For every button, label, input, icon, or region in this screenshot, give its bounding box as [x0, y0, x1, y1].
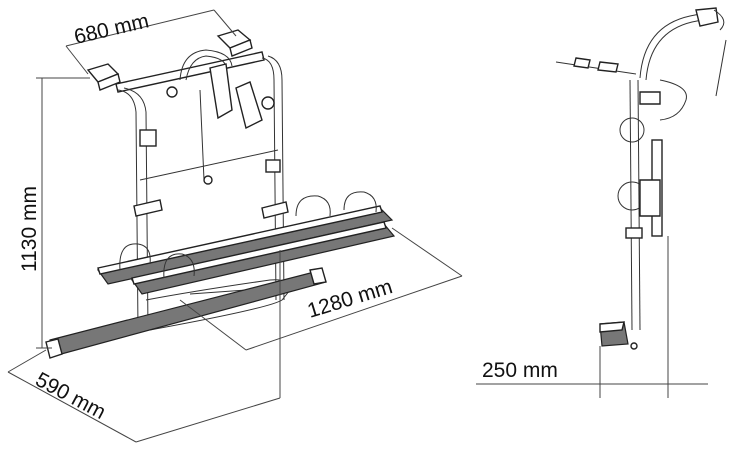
label-height: 1130 mm: [18, 186, 41, 272]
bike-holder-arms: [166, 63, 275, 185]
base-rail: [45, 267, 327, 359]
top-crossbar: [115, 51, 265, 93]
main-frame: [117, 49, 285, 331]
top-bracket-right: [216, 29, 253, 57]
wheel-hoops: [119, 191, 377, 279]
top-bracket-left: [86, 63, 121, 91]
label-side-offset: 250 mm: [482, 359, 558, 382]
frame-clamps: [133, 129, 289, 219]
dimension-lines-side: [476, 236, 708, 398]
dimension-lines-front: [7, 9, 463, 443]
carrier-perspective-view: [45, 29, 396, 359]
label-depth-short: 590 mm: [32, 368, 110, 424]
wheel-rail-lower: [130, 221, 396, 295]
carrier-side-view: [555, 7, 727, 350]
label-width-top: 680 mm: [72, 9, 151, 48]
